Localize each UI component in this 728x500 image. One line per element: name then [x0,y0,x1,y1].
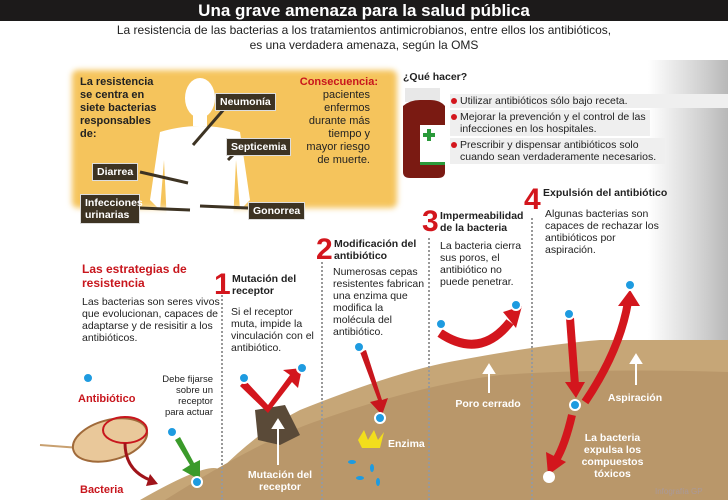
what-to-do-title: ¿Qué hacer? [403,71,468,83]
step-label: Enzima [388,438,425,450]
step-text: Algunas bacterias son capaces de rechaza… [545,208,659,256]
what-to-do-list: Utilizar antibióticos sólo bajo receta. … [450,94,728,166]
step-label: Mutación del receptor [247,469,313,493]
subtitle-line: La resistencia de las bacterias a los tr… [116,23,612,37]
step-label: Poro cerrado [455,398,521,410]
strategies-title: Las estrategias de resistencia [82,262,187,290]
divider [321,262,323,500]
divider [531,218,533,500]
step-text: Si el receptor muta, impide la vinculaci… [231,306,314,354]
page-title: Una grave amenaza para la salud pública [198,1,530,20]
list-item: Prescribir y dispensar antibióticos solo… [450,138,665,164]
receptor-note: Debe fijarse sobre un receptor para actu… [162,374,213,418]
credit: Infografía GP [655,487,703,496]
medicine-bottle-icon [403,88,445,178]
step-number: 3 [422,205,439,238]
body-intro: La resistencia se centra en siete bacter… [80,76,157,140]
step-text: Numerosas cepas resistentes fabrican una… [333,266,425,338]
step-title: Modificación del antibiótico [334,238,417,262]
step-label: Aspiración [607,392,663,404]
human-body-silhouette [150,78,250,245]
disease-label: Gonorrea [248,202,306,220]
consequence-title: Consecuencia: [299,76,378,88]
bacteria-illustration [39,416,158,486]
disease-label: Infecciones urinarias [80,194,143,224]
step-number: 1 [214,268,231,301]
disease-label: Neumonía [215,93,276,111]
step-number: 2 [316,233,333,266]
list-item: Mejorar la prevención y el control de la… [450,110,650,136]
step-title: Impermeabilidad de la bacteria [440,210,524,234]
divider [221,292,223,500]
strategies-text: Las bacterias son seres vivos que evoluc… [82,296,220,344]
subtitle-line: es una verdadera amenaza, según la OMS [249,38,479,52]
consequence-text: pacientes enfermos durante más tiempo y … [306,89,370,166]
step-title: Expulsión del antibiótico [543,187,668,199]
antibiotic-label: Antibiótico [78,393,136,405]
divider [428,238,430,500]
list-item: Utilizar antibióticos sólo bajo receta. [450,94,728,108]
disease-label: Septicemia [226,138,292,156]
step-text: La bacteria cierra sus poros, el antibió… [440,240,522,288]
disease-label: Diarrea [92,163,139,181]
step-number: 4 [524,183,541,216]
antibiotic-molecules [82,279,636,488]
step-label: La bacteria expulsa los compuestos tóxic… [581,432,644,480]
step-title: Mutación del receptor [232,273,297,297]
bacteria-label: Bacteria [80,484,124,496]
subtitle: La resistencia de las bacterias a los tr… [0,23,728,53]
title-bar: Una grave amenaza para la salud pública [0,0,728,21]
